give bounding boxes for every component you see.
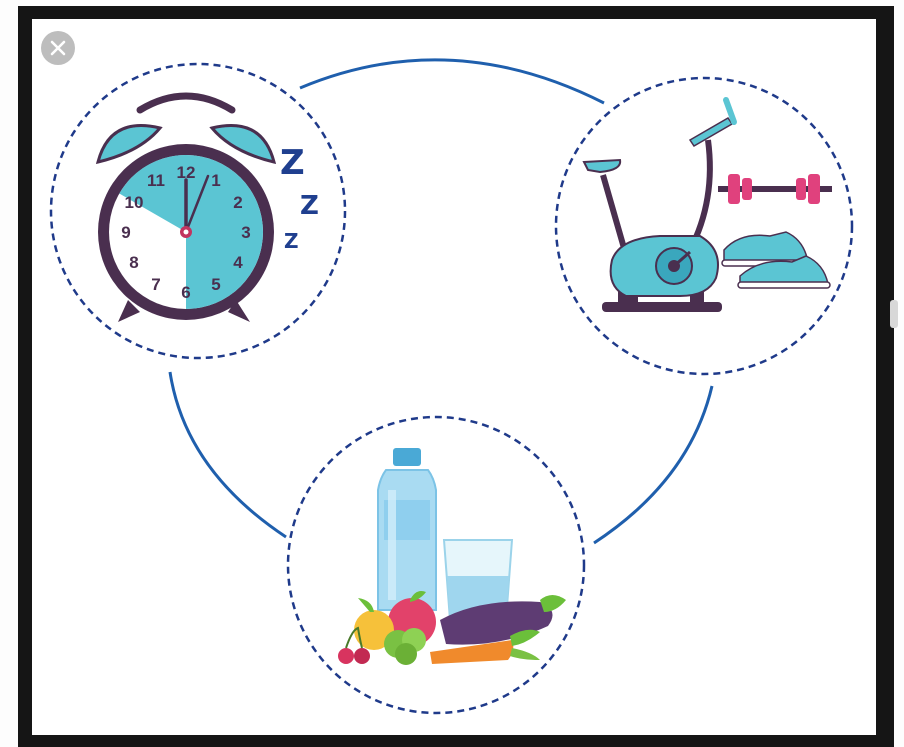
clock-number-1: 1	[211, 171, 220, 190]
clock-number-4: 4	[233, 253, 243, 272]
clock-number-5: 5	[211, 275, 220, 294]
clock-number-9: 9	[121, 223, 130, 242]
clock-number-2: 2	[233, 193, 242, 212]
exercise-circle	[556, 78, 852, 374]
close-icon	[49, 39, 67, 57]
clock-number-11: 11	[147, 171, 165, 190]
water-bottle-icon	[378, 448, 436, 610]
clock-number-3: 3	[241, 223, 250, 242]
snore-letter-2: Z	[300, 191, 319, 221]
clock-number-7: 7	[151, 275, 160, 294]
clock-number-6: 6	[181, 283, 190, 302]
clock-number-8: 8	[129, 253, 138, 272]
snore-letter-3: Z	[284, 229, 299, 253]
close-button[interactable]	[41, 31, 75, 65]
clock-number-10: 10	[125, 193, 144, 212]
snore-letter-1: Z	[280, 143, 305, 183]
